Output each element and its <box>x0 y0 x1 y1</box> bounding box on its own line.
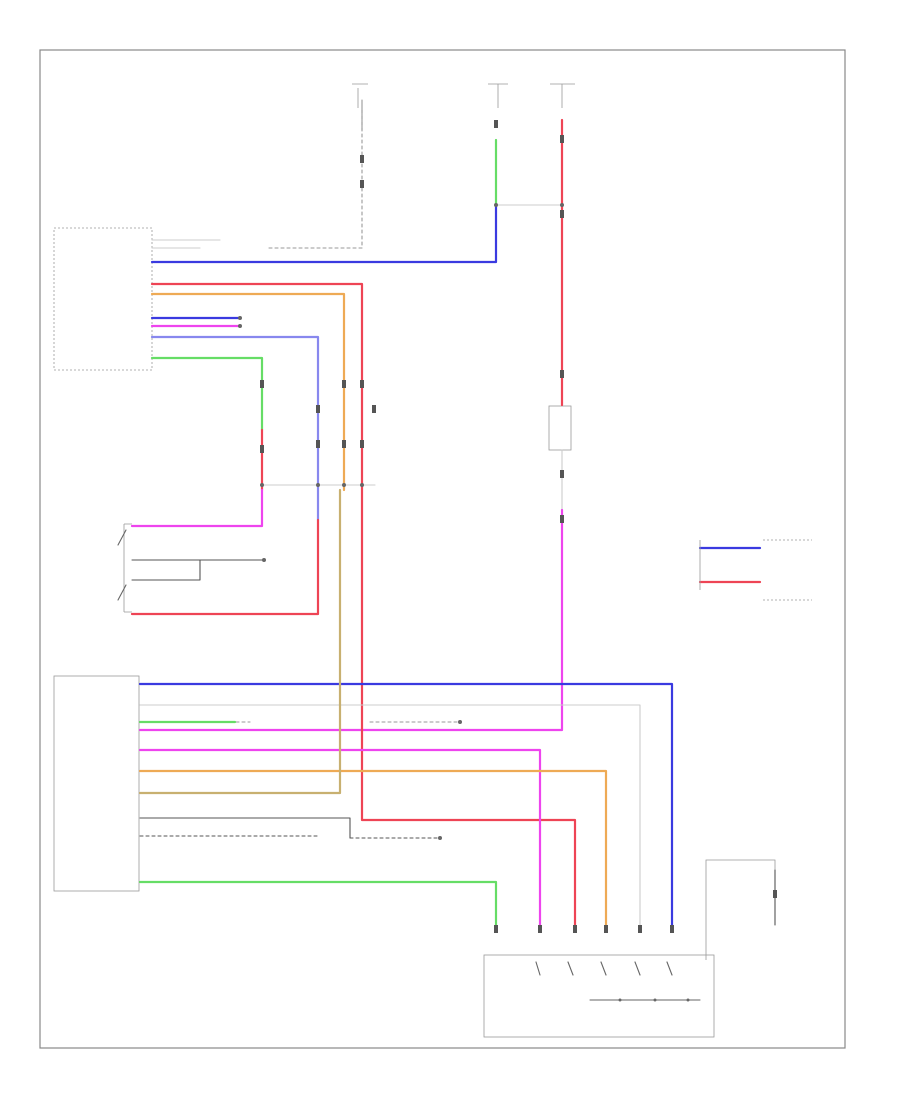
bottom-switch-assembly <box>535 961 701 1002</box>
wire-fuse2-blue <box>150 203 498 264</box>
middle-connector-box <box>548 405 572 451</box>
wire-lower-blue <box>138 682 674 932</box>
wire-switch-pink <box>130 488 264 528</box>
seat-switch-symbol <box>117 529 127 601</box>
right-ground-box <box>705 859 776 960</box>
wire-lower-dark <box>139 835 441 839</box>
splice-dots <box>238 203 564 840</box>
bottom-switch-assembly-box <box>483 954 715 1038</box>
wire-mid-pink <box>138 508 564 732</box>
wire-left-orange <box>150 292 346 492</box>
fuse-2 <box>488 83 508 108</box>
wire-fuse1-drop <box>267 109 363 249</box>
seat-switch-bracket <box>123 523 132 613</box>
wire-lower-tan <box>138 488 342 795</box>
wire-left-red <box>150 282 577 932</box>
diagram-frame <box>39 49 846 1049</box>
fuse-1 <box>352 83 368 131</box>
wire-left-green <box>150 356 264 432</box>
wire-left-lavender <box>150 335 320 522</box>
wire-switch-gray-2 <box>131 559 201 581</box>
left-module-box <box>53 227 153 371</box>
wire-left-pin-gray <box>151 239 221 249</box>
wire-lower-green <box>138 880 498 932</box>
connector-ticks <box>260 120 777 933</box>
fuse-3 <box>550 83 575 108</box>
wire-lower-gray <box>139 704 641 931</box>
wire-lower-gray-2 <box>139 817 351 839</box>
right-connector-bracket <box>763 539 812 601</box>
wire-switch-red <box>130 518 320 616</box>
wire-lower-pink <box>138 748 542 932</box>
lower-module-box <box>53 675 140 892</box>
wire-lower-orange <box>138 769 608 932</box>
